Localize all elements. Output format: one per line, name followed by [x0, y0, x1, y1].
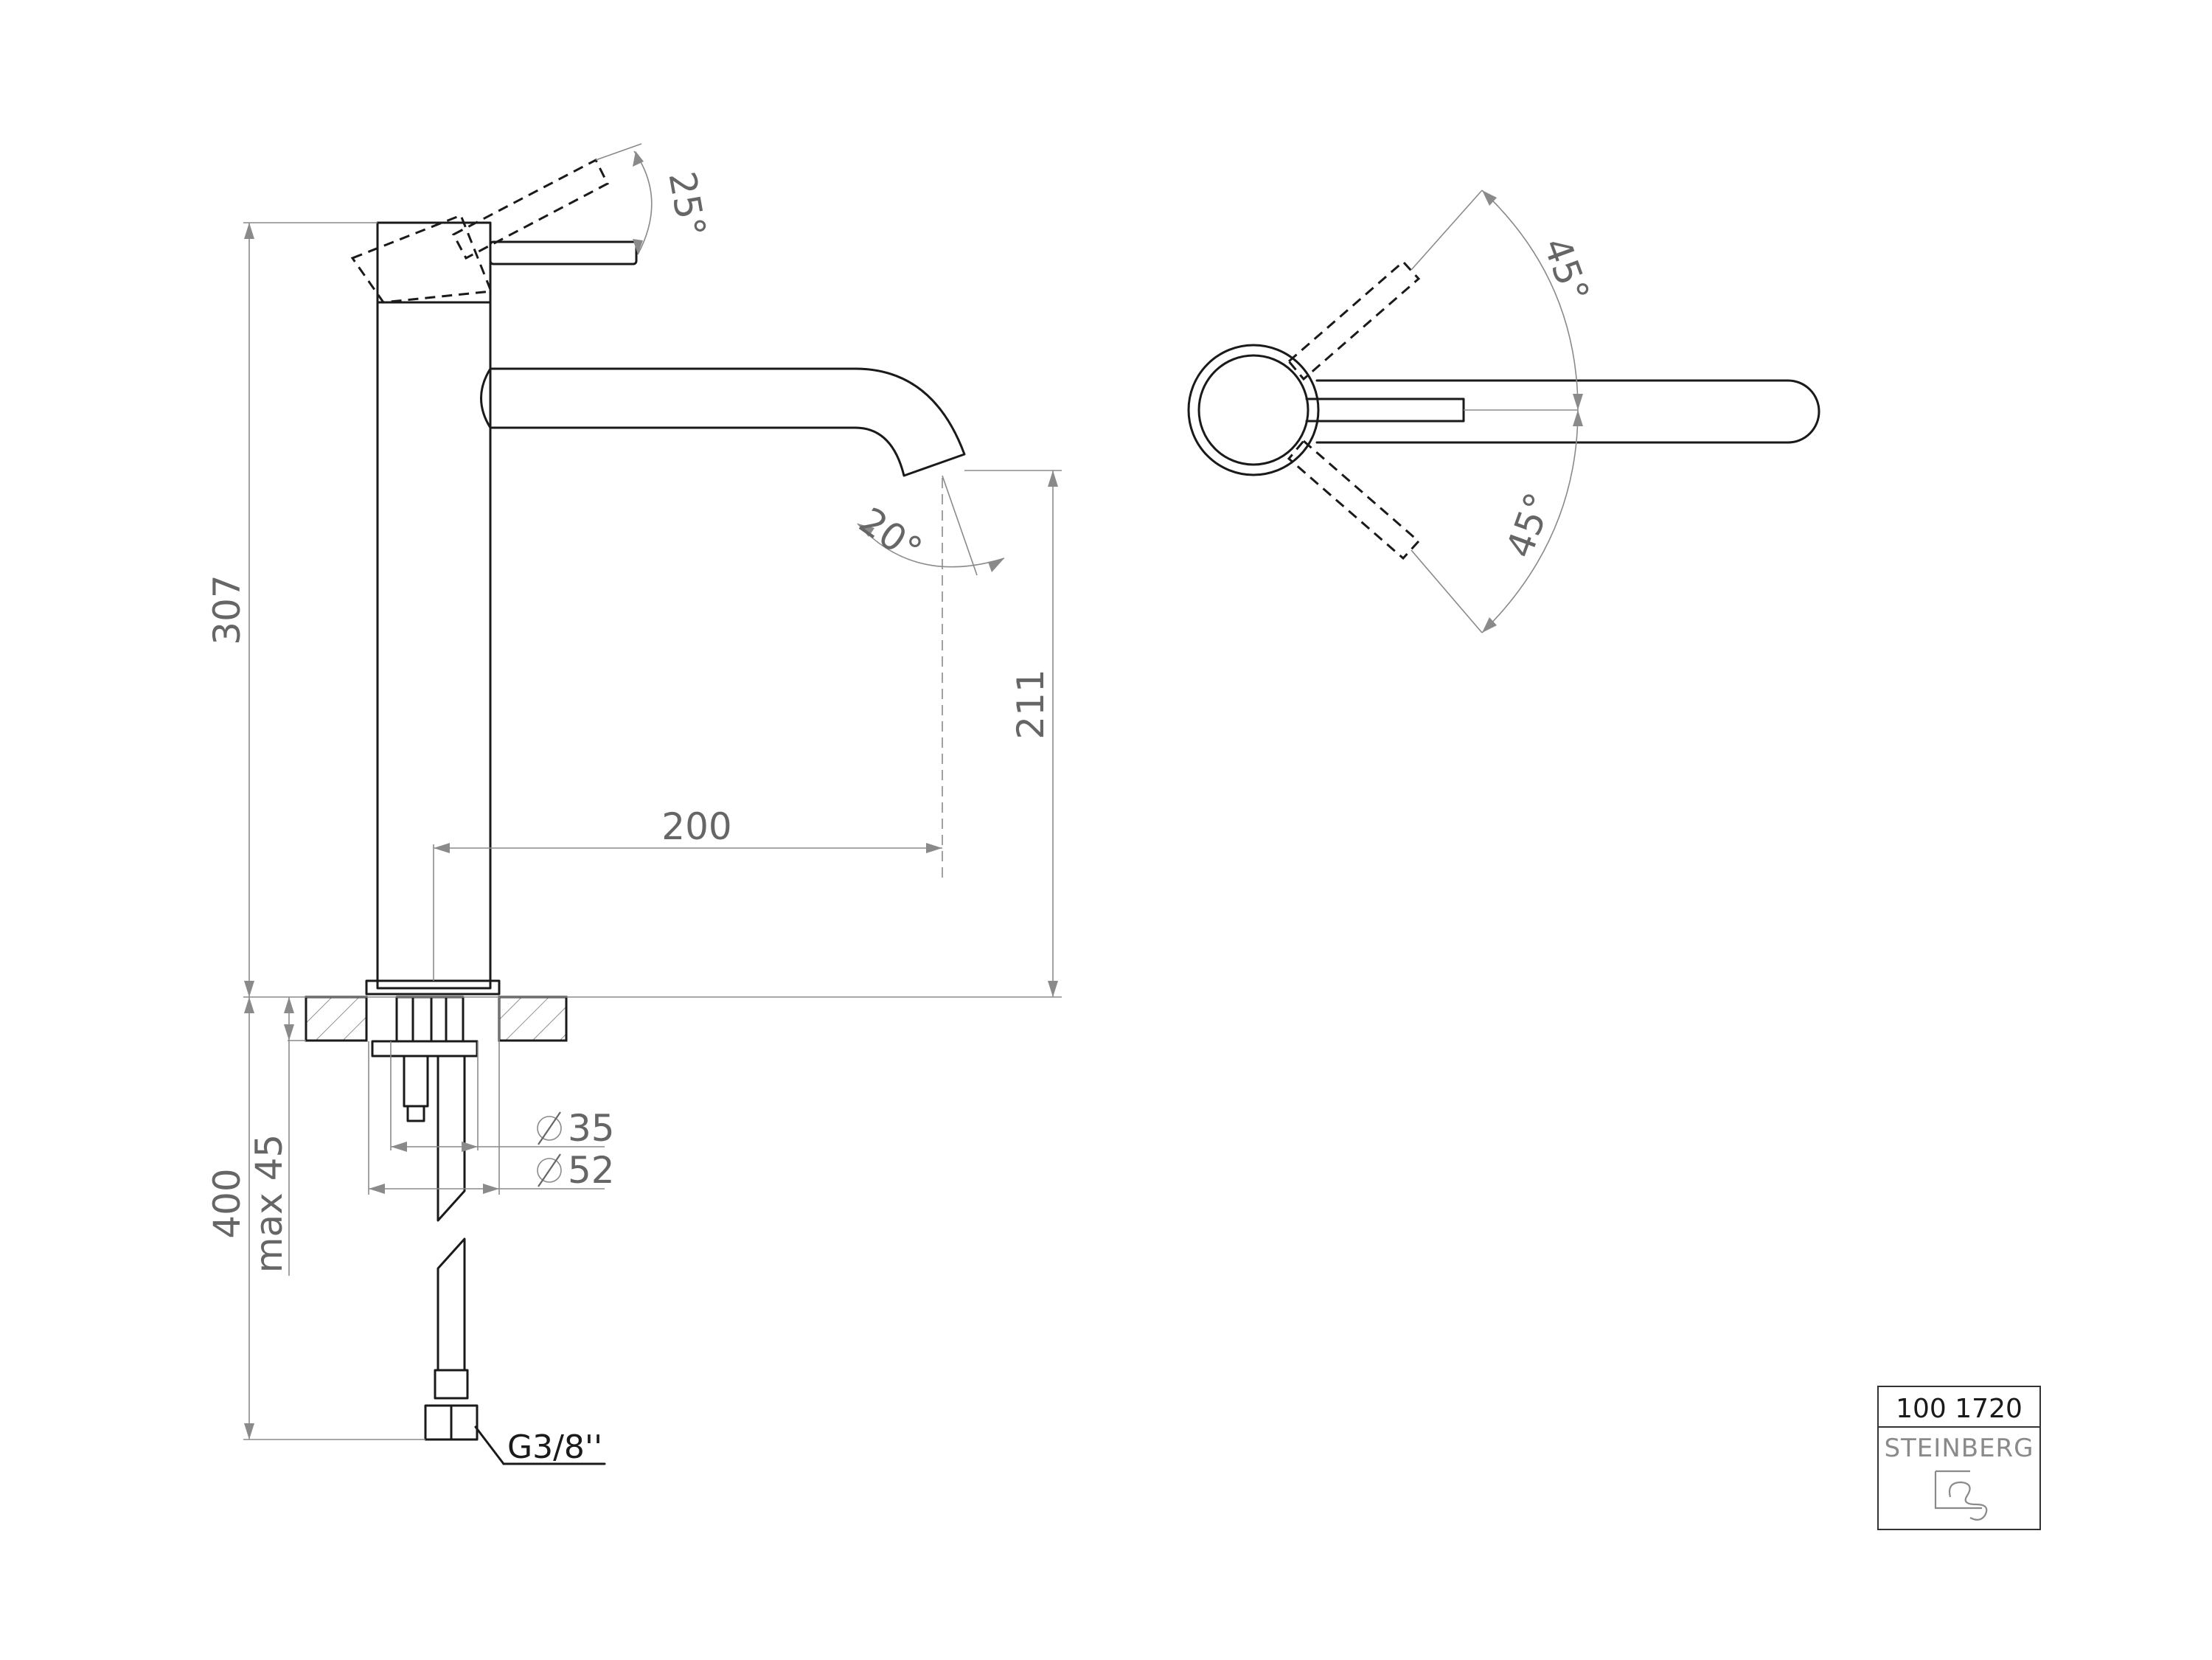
brand-name: STEINBERG	[1884, 1434, 2034, 1463]
countertop-right	[498, 996, 568, 1042]
handle-outer-circle	[1187, 344, 1320, 476]
dim-rotation-lower: 45°	[1498, 487, 1561, 563]
diameter-symbol-icon	[537, 1153, 562, 1187]
lever-rotated	[451, 158, 609, 260]
mounting-stud	[395, 996, 465, 1043]
supply-hose-upper	[437, 1055, 466, 1222]
dim-height-total: 307	[206, 574, 248, 645]
dim-spout-reach: 200	[661, 805, 731, 848]
lever	[489, 240, 638, 265]
top-view: 45° 45°	[1187, 190, 1820, 633]
connection-label: G3/8''	[507, 1428, 602, 1466]
article-number: 100 1720	[1896, 1394, 2023, 1424]
dim-hose-length: 400	[206, 1168, 248, 1238]
base-ring	[365, 979, 501, 996]
mounting-nut	[371, 1040, 479, 1058]
dim-mount-thickness: max 45	[248, 1134, 291, 1273]
countertop-left	[305, 996, 368, 1042]
steinberg-logo-icon	[1934, 1470, 1988, 1521]
supply-hose-lower	[437, 1237, 466, 1372]
handle-cap	[376, 221, 492, 304]
dim-diameter-base: 52	[568, 1149, 615, 1192]
side-view: 307 211 200 25° 20° 400 max 45	[206, 143, 1062, 1466]
dim-rotation-upper: 45°	[1535, 232, 1598, 308]
spout-top	[1315, 379, 1820, 444]
dim-lever-angle: 25°	[660, 168, 714, 240]
lever-top-rotated-up	[1287, 260, 1421, 381]
lever-top-rotated-down	[1287, 439, 1421, 560]
hose-ferrule	[434, 1369, 469, 1400]
handle-cap-rotated	[350, 214, 493, 304]
dim-spout-angle: 20°	[852, 499, 930, 572]
dim-diameter-inner: 35	[568, 1107, 615, 1150]
title-block: 100 1720 STEINBERG	[1877, 1386, 2041, 1530]
lever-top	[1305, 397, 1465, 423]
handle-inner-circle	[1197, 354, 1310, 466]
spout-joint	[480, 367, 492, 429]
rod-tip	[406, 1105, 425, 1122]
dim-spout-height: 211	[1009, 669, 1052, 739]
diameter-symbol-icon	[537, 1111, 562, 1145]
threaded-rod	[403, 1055, 429, 1108]
spout	[489, 367, 966, 477]
title-block-frame	[1877, 1386, 2041, 1530]
